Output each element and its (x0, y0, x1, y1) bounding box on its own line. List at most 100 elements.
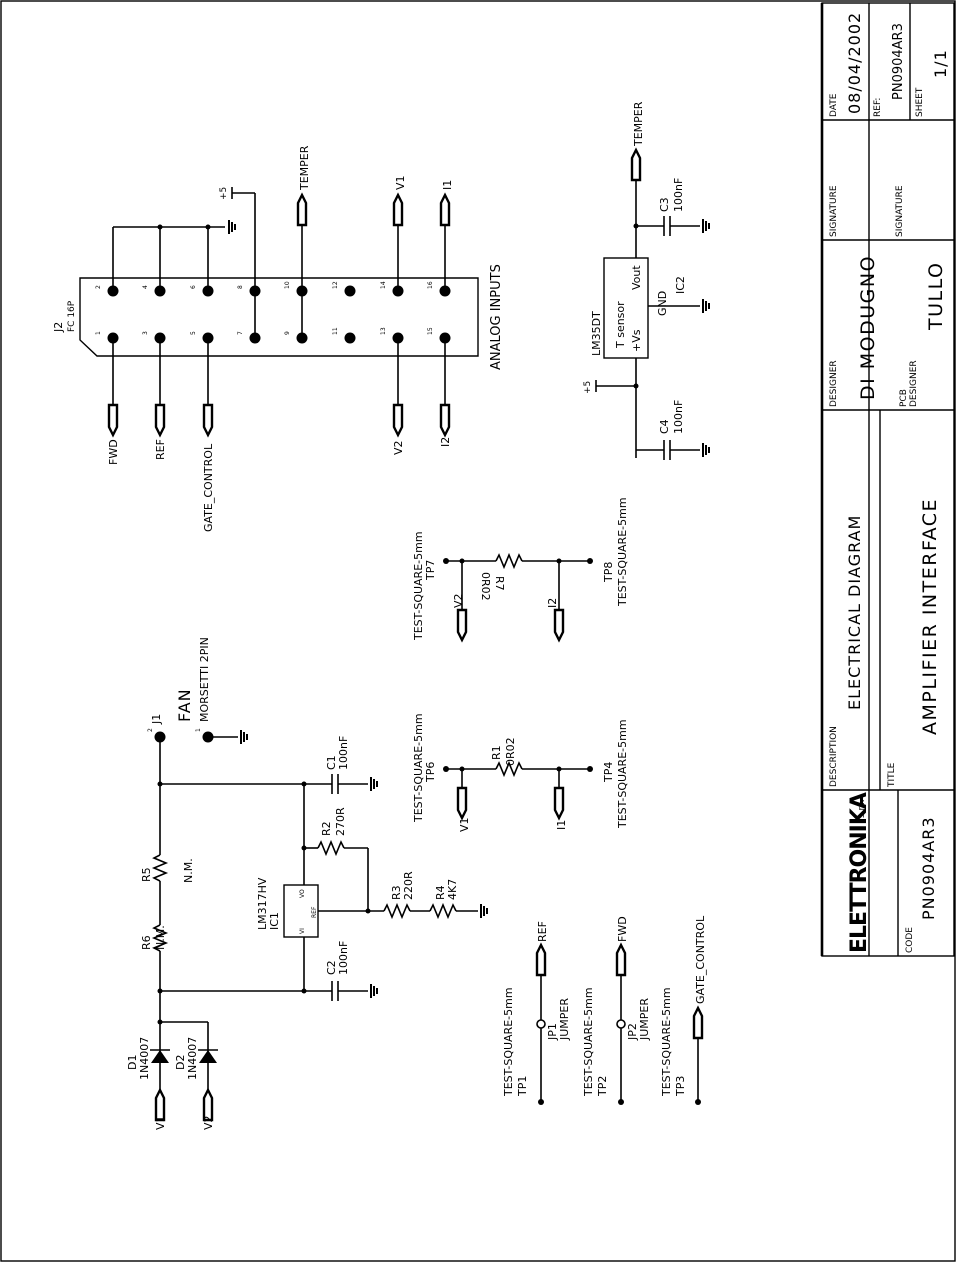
pcb-designer-label: PCB (899, 389, 909, 407)
sheet-value: 1/1 (931, 49, 950, 78)
lm317-pin-vo: VO (299, 889, 306, 898)
r7-value: 0R02 (479, 572, 492, 601)
j1-ref: J1 (150, 714, 163, 725)
j2-pin-numbers: 1 2 3 4 5 6 7 8 9 10 11 12 13 14 15 16 (95, 281, 434, 335)
pcb-designer-value: TULLO (925, 262, 947, 331)
tp1-ref: TP1 (516, 1076, 529, 1097)
d1-ref: D1 (126, 1055, 139, 1070)
tp3-type: TEST-SQUARE-5mm (660, 987, 673, 1097)
signature-label: SIGNATURE (829, 185, 839, 237)
sheet-label: SHEET (915, 87, 925, 117)
j2-type: FC 16P (67, 300, 77, 332)
company-suffix: s.r.l. (857, 799, 867, 818)
tp3-gate-port: GATE_CONTROL (694, 915, 707, 1004)
title-value: AMPLIFIER INTERFACE (919, 498, 941, 735)
port-i2: I2 (439, 437, 452, 447)
jp2-type: JUMPER (638, 998, 651, 1041)
description-label: DESCRIPTION (829, 726, 839, 787)
c3-ref: C3 (658, 197, 671, 212)
pcb-designer-label-2: DESIGNER (909, 360, 919, 407)
lm35-body (603, 257, 649, 359)
designer-label: DESIGNER (829, 360, 839, 407)
lm35-ref: IC2 (674, 276, 687, 294)
port-gate-control: GATE_CONTROL (202, 443, 215, 532)
tp2-ref: TP2 (596, 1076, 609, 1097)
j2-pin-number: 12 (332, 281, 339, 289)
d1-v1-label: V1 (154, 1115, 167, 1130)
r1-value: 0R02 (504, 737, 517, 766)
description-value: ELECTRICAL DIAGRAM (845, 515, 864, 710)
j2-body (79, 277, 479, 357)
r6-value: N.M. (154, 925, 167, 950)
j2-pin (344, 285, 356, 297)
r3-ref: R3 (390, 885, 403, 900)
d2-v2-label: V2 (202, 1115, 215, 1130)
j2-pin-number: 14 (380, 281, 387, 289)
port-fwd: FWD (107, 439, 120, 465)
date-value: 08/04/2002 (845, 12, 864, 114)
port-temper: TEMPER (298, 145, 311, 191)
d2-value: 1N4007 (186, 1037, 199, 1080)
shunt-r1: V1 I1 R1 0R02 TEST-SQUARE-5mm TP6 TP4 TE… (412, 713, 629, 832)
j2-pin-number: 5 (190, 331, 197, 335)
j2-pin-number: 1 (95, 331, 102, 335)
tp1-type: TEST-SQUARE-5mm (502, 987, 515, 1097)
jp2-ref: JP2 (626, 1023, 639, 1041)
shunt-r7: V2 I2 R7 0R02 TEST-SQUARE-5mm TP7 TP8 TE… (412, 497, 629, 642)
port-i1: I1 (441, 180, 454, 190)
j2-pin-number: 15 (427, 327, 434, 335)
j2-pin-number: 3 (142, 331, 149, 335)
r4-resistor (429, 902, 457, 920)
lm35-plus5: +5 (583, 381, 593, 394)
jp1-ref-port: REF (536, 921, 549, 942)
lm317-pin-ref: REF (311, 906, 318, 918)
jp2-jumper (616, 1019, 626, 1029)
j2-pins (107, 285, 451, 344)
title-block: DATE 08/04/2002 REF: PN0904AR3 SHEET 1/1… (820, 2, 955, 957)
j1-pin-2: 2 (147, 728, 154, 732)
jp1-type: JUMPER (558, 998, 571, 1041)
d1-diode (151, 1050, 169, 1063)
jp1-jumper (536, 1019, 546, 1029)
c2-value: 100nF (337, 941, 350, 975)
j2-ref: J2 (52, 322, 65, 333)
jumpers-testpoints: REF JP1 JUMPER TEST-SQUARE-5mm TP1 FWD J… (502, 915, 707, 1105)
c2-ref: C2 (325, 960, 338, 975)
j2-pin-number: 11 (332, 327, 339, 335)
code-label: CODE (905, 927, 915, 953)
r1-v1-label: V1 (458, 817, 471, 832)
company-logo-text: ELETTRONIKA (847, 792, 872, 953)
c4-value: 100nF (672, 400, 685, 434)
connector-j2: J2 FC 16P ANALOG INPUTS 1 2 3 (52, 145, 504, 532)
tp8-ref: TP8 (602, 562, 615, 583)
date-label: DATE (829, 93, 839, 117)
jp2-fwd-port: FWD (616, 916, 629, 942)
r4-value: 4K7 (446, 879, 459, 900)
j2-pin-number: 6 (190, 285, 197, 289)
j2-pin-number: 13 (380, 327, 387, 335)
title-label: TITLE (887, 762, 897, 788)
c1-ref: C1 (325, 755, 338, 770)
r7-i2-label: I2 (546, 598, 559, 608)
ref-value: PN0904AR3 (891, 23, 906, 100)
tp4-type: TEST-SQUARE-5mm (616, 719, 629, 829)
j2-pin-number: 16 (427, 281, 434, 289)
tp7-ref: TP7 (424, 560, 437, 581)
r2-resistor (317, 839, 345, 857)
j2-pin-number: 8 (237, 285, 244, 289)
company-logo: ELETTRONIKA s.r.l. (847, 792, 872, 953)
temperature-sensor: LM35DT T sensor +Vs Vout GND IC2 +5 C4 1… (583, 101, 710, 460)
tp3-ref: TP3 (674, 1076, 687, 1097)
tp2-type: TEST-SQUARE-5mm (582, 987, 595, 1097)
r1-ref: R1 (490, 745, 503, 760)
c4-ref: C4 (658, 419, 671, 434)
lm317-ref: IC1 (268, 912, 281, 930)
lm35-pin-vout: Vout (630, 265, 643, 290)
j2-pin-number: 9 (284, 331, 291, 335)
j2-pin-number: 4 (142, 285, 149, 289)
signature-label-2: SIGNATURE (895, 185, 905, 237)
code-value: PN0904AR3 (919, 816, 938, 920)
tp6-type: TEST-SQUARE-5mm (412, 713, 425, 823)
